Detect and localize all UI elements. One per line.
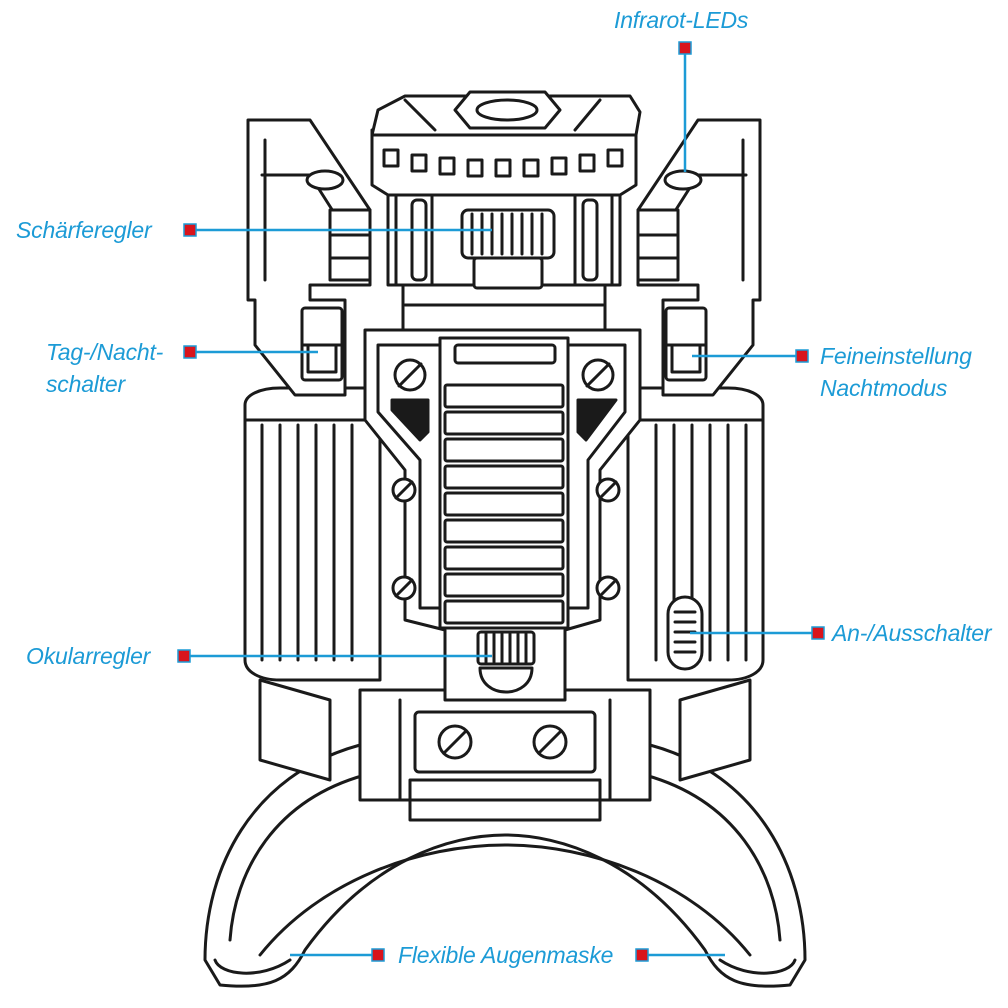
label-day-night-line1: Tag-/Nacht- <box>46 339 164 365</box>
marker-eye-mask-right <box>635 948 649 962</box>
central-body-drawing <box>363 328 642 702</box>
right-barrel-drawing <box>626 386 765 682</box>
label-fine-adjust-line1: Feineinstellung <box>820 343 972 369</box>
label-day-night-switch: Tag-/Nacht- schalter <box>46 336 163 400</box>
marker-fine-adjust <box>795 349 809 363</box>
right-bracket-drawing <box>636 118 762 397</box>
label-focus-knob: Schärferegler <box>16 217 152 243</box>
eye-mask-drawing <box>203 743 807 988</box>
marker-focus-knob <box>183 223 197 237</box>
marker-power <box>811 626 825 640</box>
label-fine-adjust-line2: Nachtmodus <box>820 375 948 401</box>
left-barrel-drawing <box>243 386 382 682</box>
label-eyepiece-knob: Okularregler <box>26 643 151 669</box>
marker-day-night <box>183 345 197 359</box>
marker-eye-mask-left <box>371 948 385 962</box>
left-bracket-drawing <box>246 118 372 397</box>
callout-markers <box>177 41 825 962</box>
eyepiece-housing-drawing <box>258 678 752 822</box>
label-eye-mask: Flexible Augenmaske <box>398 942 614 968</box>
lens-tower-drawing <box>370 90 642 332</box>
label-infrared-leds: Infrarot-LEDs <box>614 7 749 33</box>
label-fine-adjust: Feineinstellung Nachtmodus <box>820 340 972 404</box>
callout-lines <box>190 52 812 957</box>
marker-infrared-leds <box>678 41 692 55</box>
label-power-switch: An-/Ausschalter <box>832 620 992 646</box>
marker-eyepiece <box>177 649 191 663</box>
label-day-night-line2: schalter <box>46 371 125 397</box>
eyepiece-knob-drawing <box>476 630 536 694</box>
